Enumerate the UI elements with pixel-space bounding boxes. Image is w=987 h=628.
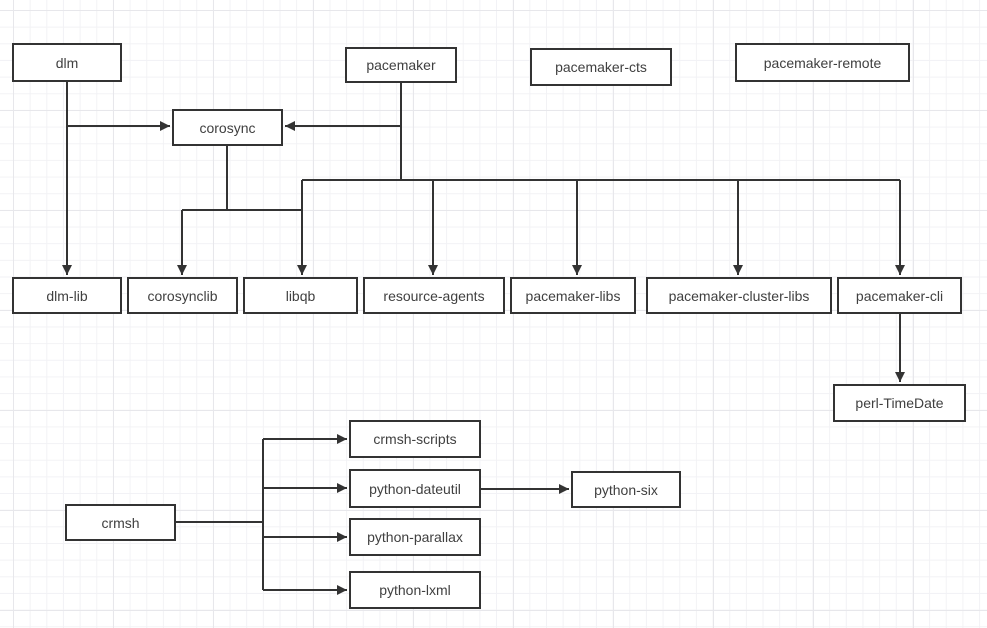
node-label: python-parallax [367,529,463,545]
node-perl-timedate[interactable]: perl-TimeDate [833,384,966,422]
node-crmsh-scripts[interactable]: crmsh-scripts [349,420,481,458]
node-label: resource-agents [383,287,485,304]
node-pacemaker-cts[interactable]: pacemaker-cts [530,48,672,86]
node-python-parallax[interactable]: python-parallax [349,518,481,556]
edge-pacemaker-to-corosync [285,83,402,131]
node-crmsh[interactable]: crmsh [65,504,176,541]
node-label: python-dateutil [369,480,461,497]
node-dlm-lib[interactable]: dlm-lib [12,277,122,314]
node-label: corosync [199,119,256,136]
node-pacemaker-libs[interactable]: pacemaker-libs [510,277,636,314]
node-python-lxml[interactable]: python-lxml [349,571,481,609]
node-label: pacemaker-remote [763,54,882,71]
node-dlm[interactable]: dlm [12,43,122,82]
node-label: pacemaker-libs [525,287,621,304]
node-pacemaker[interactable]: pacemaker [345,47,457,83]
node-label: perl-TimeDate [855,395,944,411]
node-python-dateutil[interactable]: python-dateutil [349,469,481,508]
node-libqb[interactable]: libqb [243,277,358,314]
node-label: libqb [285,287,316,304]
node-label: dlm [55,54,79,71]
node-label: pacemaker-cli [855,287,944,304]
node-label: dlm-lib [46,287,88,304]
node-pacemaker-cli[interactable]: pacemaker-cli [837,277,962,314]
node-corosync[interactable]: corosync [172,109,283,146]
node-pacemaker-cluster-libs[interactable]: pacemaker-cluster-libs [646,277,832,314]
node-pacemaker-remote[interactable]: pacemaker-remote [735,43,910,82]
node-label: crmsh-scripts [373,431,457,447]
node-label: python-lxml [379,582,451,598]
node-label: crmsh [101,514,140,531]
node-label: python-six [594,481,658,498]
node-python-six[interactable]: python-six [571,471,681,508]
node-corosynclib[interactable]: corosynclib [127,277,238,314]
node-label: pacemaker-cts [555,59,647,75]
node-label: pacemaker-cluster-libs [668,287,810,304]
node-label: pacemaker [366,57,436,73]
node-resource-agents[interactable]: resource-agents [363,277,505,314]
node-label: corosynclib [147,287,218,304]
